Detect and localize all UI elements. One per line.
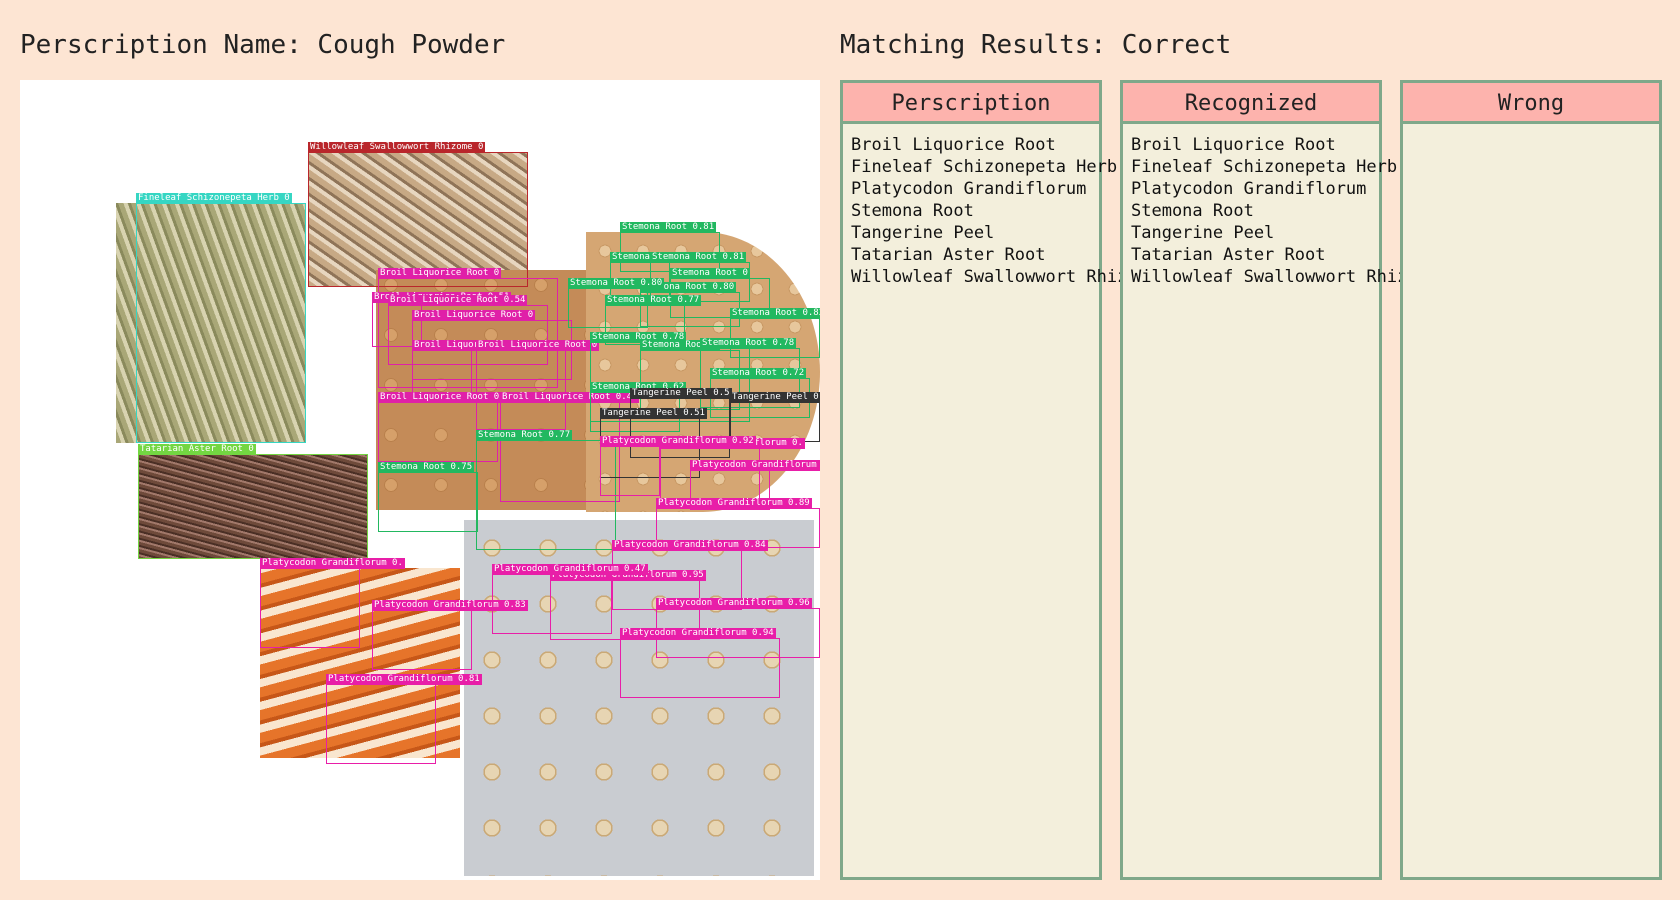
willowleaf-rhizome-photo — [308, 152, 528, 287]
schizonepeta-herb-photo — [116, 203, 306, 443]
detection-label: Platycodon Grandiflorum 0.47 — [492, 564, 648, 575]
recognized-item: Broil Liquorice Root — [1131, 135, 1336, 155]
detection-box: Platycodon Grandiflorum 0.47 — [492, 564, 648, 634]
detection-label: Platycodon Grandiflorum 0.83 — [372, 600, 528, 611]
detection-label: Stemona Root 0.81 — [620, 222, 717, 233]
prescription-item: Tatarian Aster Root — [851, 245, 1046, 265]
detection-box: Platycodon Grandiflorum 0.83 — [372, 600, 528, 670]
detection-label: Tangerine Peel 0.5 — [630, 388, 732, 399]
detection-box: Fineleaf Schizonepeta Herb 0 — [136, 193, 306, 443]
wrong-list — [1403, 124, 1659, 134]
detection-label: Platycodon Grandiflorum 0. — [260, 558, 405, 569]
detection-label: Fineleaf Schizonepeta Herb 0 — [136, 193, 292, 204]
detection-label: Stemona Root 0.78 — [700, 338, 797, 349]
detection-label: Stemona Root 0.82 — [730, 308, 820, 319]
detection-label: Platycodon Grandiflorum 0.92 — [600, 436, 756, 447]
prescription-item: Platycodon Grandiflorum — [851, 179, 1087, 199]
aster-root-photo — [138, 454, 368, 559]
detection-label: Broil Liquorice Root 0 — [378, 392, 502, 403]
detection-label: Broil Liquorice Root 0 — [412, 310, 536, 321]
detection-box: Platycodon Grandiflorum 0.95 — [550, 570, 706, 640]
prescription-item: Willowleaf Swallowwort Rhizome — [851, 267, 1159, 287]
detection-label: Platycodon Grandiflorum 0.81 — [326, 674, 482, 685]
recognized-item: Tangerine Peel — [1131, 223, 1275, 243]
detection-label: Stemona Root 0 — [670, 268, 750, 279]
detection-image: Willowleaf Swallowwort Rhizome 0 Fineleaf… — [20, 80, 820, 880]
tangerine-peel-photo — [260, 568, 460, 758]
detection-label: Broil Liquorice Root 0 — [378, 268, 502, 279]
recognized-item: Stemona Root — [1131, 201, 1254, 221]
detection-box: Broil Liquorice Root 0.44 — [500, 392, 640, 502]
matching-results-title: Matching Results: Correct — [840, 30, 1232, 60]
detection-label: Stemona Root 0.80 — [640, 282, 737, 293]
detection-box: Platycodon Grandiflorum 0.86 — [690, 460, 820, 510]
prescription-panel-header: Perscription — [843, 83, 1099, 124]
detection-label: Stemona Root 0.81 — [650, 252, 747, 263]
detection-label: Stemona Root 0.80 — [568, 278, 665, 289]
detection-label: Stemona Root 0.62 — [590, 382, 687, 393]
detection-box: Tatarian Aster Root 0 — [138, 444, 368, 559]
detection-label: Broil Liquorice Root 0.44 — [500, 392, 640, 403]
detection-label: Stemona Root 0.77 — [476, 430, 573, 441]
prescription-item: Stemona Root — [851, 201, 974, 221]
detection-label: Stemona Root 0 — [640, 340, 720, 351]
detection-box: Broil Liquorice Root 0.54 — [388, 295, 548, 365]
detection-label: Platycodon Grandiflorum 0.89 — [656, 498, 812, 509]
detection-label: Stemona Root 0.72 — [710, 368, 807, 379]
detection-label: Tangerine Peel 0.51 — [600, 408, 707, 419]
detection-label: Willowleaf Swallowwort Rhizome 0 — [308, 142, 486, 153]
detection-box: Platycodon Grandiflorum 0. — [260, 558, 405, 648]
recognized-panel-header: Recognized — [1123, 83, 1379, 124]
wrong-panel: Wrong — [1400, 80, 1662, 880]
prescription-item: Fineleaf Schizonepeta Herb — [851, 157, 1118, 177]
detection-box: Stemona Root 0.80 — [568, 278, 665, 328]
detection-box: Platycodon Grandiflorum 0.92 — [600, 436, 756, 496]
detection-label: Platycodon Grandiflorum 0.94 — [620, 628, 776, 639]
platycodon-photo — [464, 520, 814, 876]
prescription-name-title: Perscription Name: Cough Powder — [20, 30, 506, 60]
prescription-item: Tangerine Peel — [851, 223, 995, 243]
detection-label: Platycodon Grandiflorum 0.84 — [612, 540, 768, 551]
detection-label: Tangerine Peel 0.42 — [730, 392, 820, 403]
detection-label: Broil Liquorice Root 0.54 — [388, 295, 528, 306]
detection-label: Stemona Root 0.77 — [605, 295, 702, 306]
detection-box: Broil Liquorice Root 0 — [378, 268, 558, 388]
detection-label: Stemona Root 0.78 — [590, 332, 687, 343]
detection-label: Platycodon Grandiflorum 0.95 — [550, 570, 706, 581]
detection-box: Stemona Root 0.77 — [476, 430, 616, 550]
recognized-item: Willowleaf Swallowwort Rhizome — [1131, 267, 1439, 287]
detection-box: Platycodon Grandiflorum 0.94 — [620, 628, 780, 698]
recognized-item: Tatarian Aster Root — [1131, 245, 1326, 265]
detection-label: Stemona Root 0.75 — [378, 462, 475, 473]
detection-box: Willowleaf Swallowwort Rhizome 0 — [308, 142, 528, 287]
recognized-item: Platycodon Grandiflorum — [1131, 179, 1367, 199]
detection-label: Broil Liquorice Root 0 — [476, 340, 600, 351]
detection-box: Stemona Root 0.75 — [378, 462, 478, 532]
detection-label: Platycodon Grandiflorum 0.86 — [690, 460, 820, 471]
detection-label: Platycodon Grandiflorum 0.96 — [656, 598, 812, 609]
detection-label: Tatarian Aster Root 0 — [138, 444, 256, 455]
detection-box: Platycodon Grandiflorum 0.81 — [326, 674, 482, 764]
wrong-panel-header: Wrong — [1403, 83, 1659, 124]
detection-box: Broil Liquorice Root 0 — [476, 340, 600, 430]
prescription-item: Broil Liquorice Root — [851, 135, 1056, 155]
detection-box: Tangerine Peel 0.5 — [630, 388, 732, 458]
recognized-item: Fineleaf Schizonepeta Herb — [1131, 157, 1398, 177]
